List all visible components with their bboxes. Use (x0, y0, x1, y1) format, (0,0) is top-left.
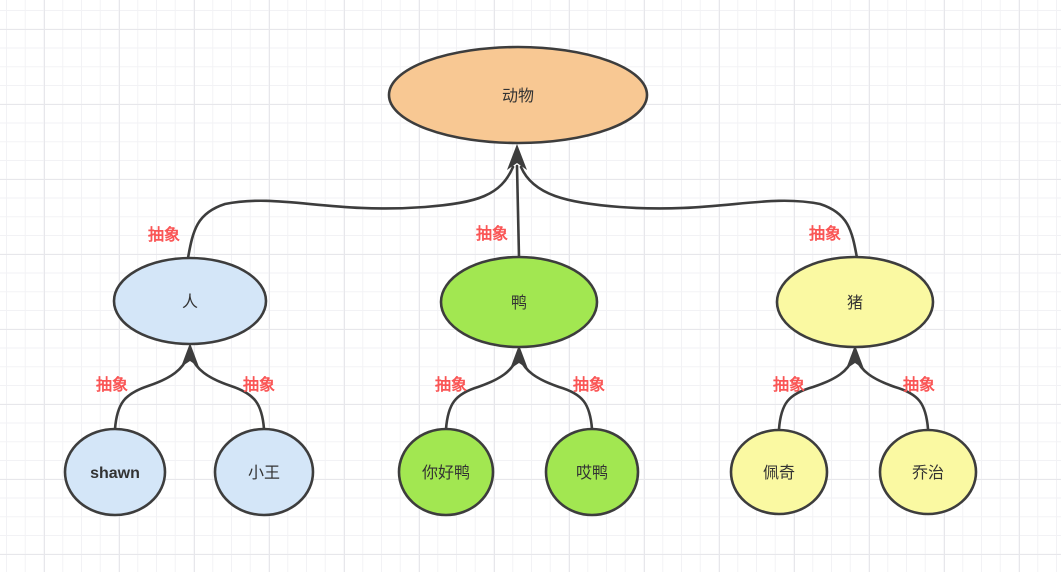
edge-pig-to-animal[interactable] (519, 165, 859, 260)
edge-label-abstract-xiaowang[interactable]: 抽象 (243, 375, 275, 394)
node-label-duck[interactable]: 鸭 (511, 294, 527, 312)
node-label-xiaowang[interactable]: 小王 (248, 464, 280, 482)
node-label-animal[interactable]: 动物 (502, 87, 534, 105)
arrowhead-animal (507, 144, 527, 170)
edge-label-abstract-nihaoya[interactable]: 抽象 (435, 375, 467, 394)
node-label-person[interactable]: 人 (182, 293, 198, 311)
edge-label-abstract-shawn[interactable]: 抽象 (96, 375, 128, 394)
edge-label-abstract-duck[interactable]: 抽象 (476, 224, 508, 243)
node-xiaowang[interactable] (213, 427, 315, 517)
arrowhead-pig (846, 345, 864, 369)
node-duck[interactable] (439, 255, 599, 349)
node-nihaoya[interactable] (397, 427, 495, 517)
edge-label-abstract-person[interactable]: 抽象 (148, 225, 180, 244)
edge-duck-to-animal[interactable] (515, 164, 521, 259)
node-label-shawn[interactable]: shawn (90, 465, 140, 482)
edge-person-to-animal[interactable] (186, 165, 515, 260)
node-label-pig[interactable]: 猪 (847, 294, 863, 312)
node-label-aiya[interactable]: 哎鸭 (576, 464, 608, 482)
arrowhead-person (181, 343, 199, 367)
edge-label-abstract-aiya[interactable]: 抽象 (573, 375, 605, 394)
node-label-nihaoya[interactable]: 你好鸭 (422, 464, 470, 482)
node-pig[interactable] (775, 255, 935, 349)
edge-label-abstract-qiaozhi[interactable]: 抽象 (903, 375, 935, 394)
node-label-peiqi[interactable]: 佩奇 (763, 464, 795, 482)
node-label-qiaozhi[interactable]: 乔治 (912, 464, 944, 482)
edge-qiaozhi-to-pig[interactable] (854, 356, 930, 431)
node-qiaozhi[interactable] (878, 428, 978, 516)
node-animal[interactable] (387, 45, 649, 145)
node-shawn[interactable] (63, 427, 167, 517)
arrowhead-duck (510, 345, 528, 369)
edge-label-abstract-pig[interactable]: 抽象 (809, 224, 841, 243)
edge-aiya-to-duck[interactable] (518, 356, 594, 431)
node-person[interactable] (112, 256, 268, 346)
edge-label-abstract-peiqi[interactable]: 抽象 (773, 375, 805, 394)
edge-xiaowang-to-person[interactable] (189, 354, 266, 431)
node-aiya[interactable] (544, 427, 640, 517)
node-peiqi[interactable] (729, 428, 829, 516)
